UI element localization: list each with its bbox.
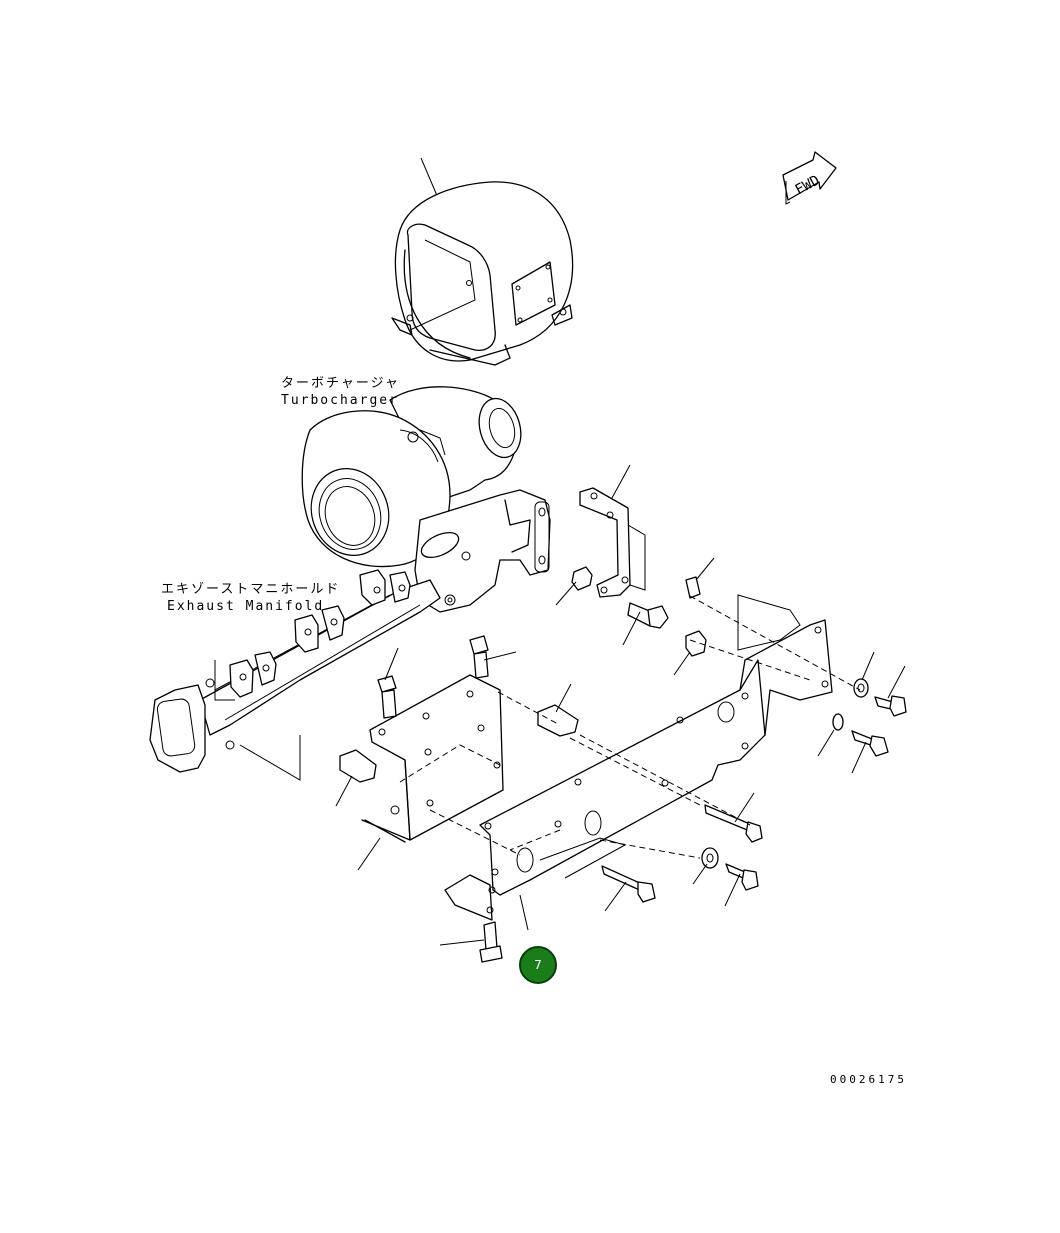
turbo-insulator-cover (391, 157, 574, 366)
fwd-arrow-icon: FWD (782, 151, 837, 205)
turbocharger-label-jp: ターボチャージャ (281, 376, 400, 391)
turbocharger (301, 386, 522, 568)
drawing-number: 00026175 (830, 1073, 907, 1086)
callout-number: 7 (534, 958, 542, 972)
bolts (377, 595, 907, 963)
exhaust-manifold-label-en: Exhaust Manifold (167, 599, 325, 614)
exhaust-manifold-label-jp: エキゾーストマニホールド (161, 582, 341, 597)
left-bracket (357, 674, 504, 871)
part-callout-badge[interactable]: 7 (519, 946, 557, 984)
spacer-collars (335, 557, 715, 807)
exhaust-manifold (149, 489, 551, 781)
main-bracket (444, 594, 833, 931)
upper-bracket (579, 464, 646, 598)
turbocharger-label-en: Turbocharger (281, 393, 399, 408)
